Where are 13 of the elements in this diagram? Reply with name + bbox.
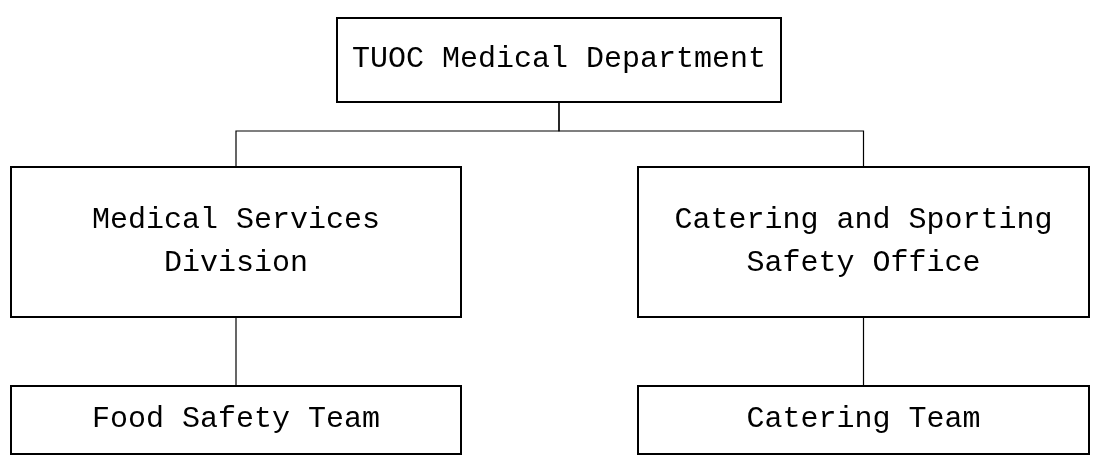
org-box (10, 166, 462, 318)
box-label: Medical Services Division (90, 201, 381, 282)
connector-line (558, 102, 865, 167)
org-box (637, 385, 1090, 455)
connector-line (235, 317, 237, 386)
org-box (10, 385, 462, 455)
connector-line (862, 317, 865, 386)
box-label: Catering Team (746, 401, 981, 439)
org-box (637, 166, 1090, 318)
org-box (336, 17, 782, 103)
box-label: Catering and Sporting Safety Office (673, 201, 1054, 282)
box-label: TUOC Medical Department (351, 41, 767, 79)
box-label: Food Safety Team (91, 401, 380, 439)
